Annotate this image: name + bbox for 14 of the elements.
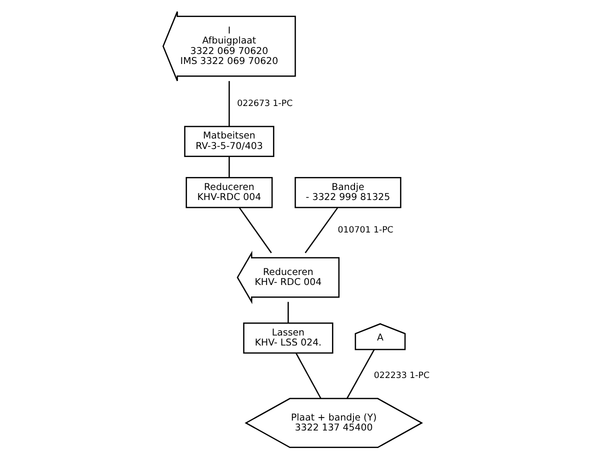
- connector: [304, 207, 338, 254]
- node-box: Reduceren KHV-RDC 004: [186, 176, 273, 208]
- connector: [228, 156, 230, 178]
- edge-label: 010701 1-PC: [338, 225, 394, 236]
- node-box: Bandje - 3322 999 81325: [294, 176, 402, 208]
- connector: [346, 349, 375, 399]
- edge-label: 022233 1-PC: [374, 370, 430, 381]
- connector: [288, 302, 289, 323]
- connector: [238, 207, 272, 254]
- node-box: Matbeitsen RV-3-5-70/403: [184, 126, 274, 157]
- edge-label: 022673 1-PC: [237, 98, 293, 109]
- connector: [296, 353, 322, 399]
- node-box: Lassen KHV- LSS 024.: [243, 322, 334, 354]
- connector: [228, 81, 230, 126]
